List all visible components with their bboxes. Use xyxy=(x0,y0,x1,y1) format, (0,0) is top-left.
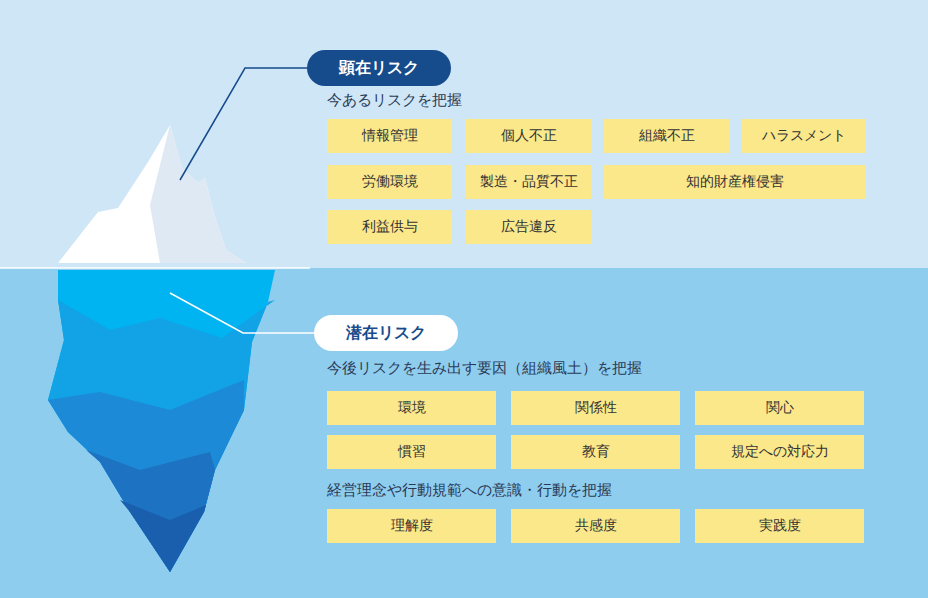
node-text: 環境 xyxy=(398,399,426,417)
iceberg-tip-shade xyxy=(150,125,246,263)
risk-item-box: 知的財産権侵害 xyxy=(604,165,866,199)
node-text: 教育 xyxy=(582,443,610,461)
risk-item-box: 情報管理 xyxy=(327,119,452,153)
node-text: 慣習 xyxy=(398,443,426,461)
node-text: 個人不正 xyxy=(501,127,557,145)
node-text: 関心 xyxy=(766,399,794,417)
node-text: 労働環境 xyxy=(362,173,418,191)
node-text: 理解度 xyxy=(391,517,433,535)
node-text: 知的財産権侵害 xyxy=(686,173,784,191)
risk-category-pill: 潜在リスク xyxy=(314,315,458,351)
node-text: 関係性 xyxy=(575,399,617,417)
risk-item-box: 教育 xyxy=(511,435,680,469)
risk-item-box: 規定への対応力 xyxy=(695,435,864,469)
risk-item-box: 関心 xyxy=(695,391,864,425)
risk-item-box: 実践度 xyxy=(695,509,864,543)
risk-item-box: 利益供与 xyxy=(327,210,452,244)
section-subtitle: 経営理念や行動規範への意識・行動を把握 xyxy=(327,481,612,500)
iceberg-tip xyxy=(58,125,246,263)
section-subtitle: 今後リスクを生み出す要因（組織風土）を把握 xyxy=(327,359,642,378)
iceberg-facet xyxy=(48,300,275,572)
iceberg-facet xyxy=(86,450,215,572)
section-subtitle: 今あるリスクを把握 xyxy=(327,91,462,110)
risk-item-box: 共感度 xyxy=(511,509,680,543)
leader-line xyxy=(170,293,316,333)
node-text: 情報管理 xyxy=(362,127,418,145)
water xyxy=(0,268,928,598)
risk-item-box: 労働環境 xyxy=(327,165,452,199)
node-text: 顕在リスク xyxy=(339,58,419,79)
risk-item-box: ハラスメント xyxy=(741,119,866,153)
node-text: ハラスメント xyxy=(762,127,846,145)
risk-item-box: 個人不正 xyxy=(466,119,591,153)
node-text: 潜在リスク xyxy=(346,323,426,344)
node-text: 実践度 xyxy=(759,517,801,535)
sky xyxy=(0,0,928,268)
node-text: 組織不正 xyxy=(639,127,695,145)
risk-item-box: 広告違反 xyxy=(466,210,591,244)
leader-line xyxy=(180,68,310,180)
node-text: 利益供与 xyxy=(362,218,418,236)
risk-item-box: 製造・品質不正 xyxy=(466,165,591,199)
node-text: 製造・品質不正 xyxy=(480,173,578,191)
risk-item-box: 慣習 xyxy=(327,435,496,469)
risk-item-box: 関係性 xyxy=(511,391,680,425)
node-text: 共感度 xyxy=(575,517,617,535)
iceberg-body xyxy=(48,270,275,572)
risk-item-box: 環境 xyxy=(327,391,496,425)
risk-category-pill: 顕在リスク xyxy=(307,50,451,86)
waterline xyxy=(0,267,310,269)
node-text: 広告違反 xyxy=(501,218,557,236)
node-text: 規定への対応力 xyxy=(731,443,829,461)
risk-item-box: 理解度 xyxy=(327,509,496,543)
iceberg-facet xyxy=(120,500,206,572)
risk-item-box: 組織不正 xyxy=(604,119,729,153)
iceberg-facet xyxy=(48,380,244,572)
